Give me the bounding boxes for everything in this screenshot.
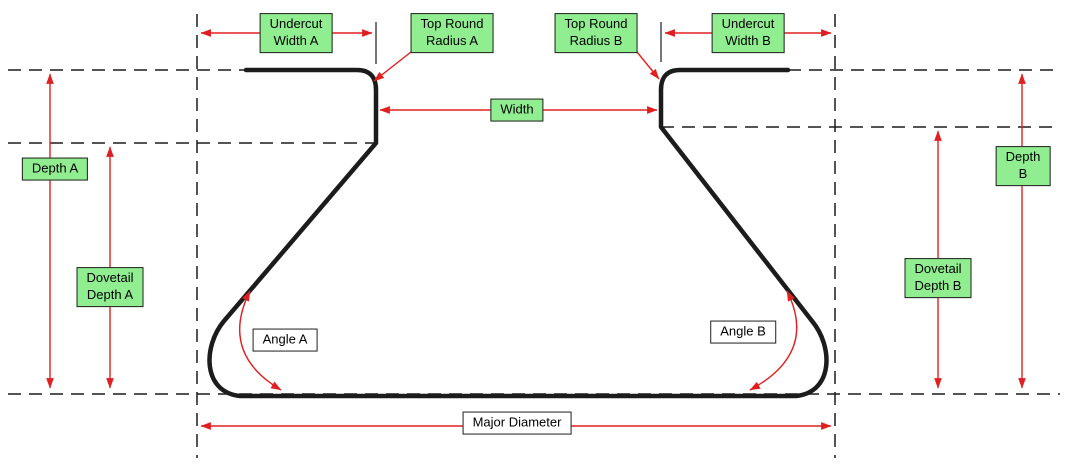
label-dovetail-depth-a: Dovetail Depth A bbox=[76, 267, 144, 307]
groove-profile-outline bbox=[207, 67, 829, 399]
label-width: Width bbox=[490, 98, 544, 122]
label-major-diameter: Major Diameter bbox=[462, 411, 572, 435]
label-angle-b: Angle B bbox=[710, 320, 776, 344]
dimension-arrows bbox=[46, 29, 1026, 430]
extension-lines bbox=[375, 22, 662, 64]
label-top-round-radius-a: Top Round Radius A bbox=[410, 13, 494, 53]
reference-lines bbox=[8, 14, 1060, 458]
label-undercut-width-b: Undercut Width B bbox=[711, 13, 785, 53]
leader-top-round-radius-b bbox=[636, 51, 660, 80]
label-depth-b: Depth B bbox=[995, 146, 1051, 186]
label-top-round-radius-b: Top Round Radius B bbox=[554, 13, 638, 53]
label-angle-a: Angle A bbox=[252, 328, 318, 352]
dim-angle-a-arc bbox=[238, 290, 282, 391]
label-depth-a: Depth A bbox=[21, 157, 89, 181]
leader-top-round-radius-a bbox=[373, 51, 412, 82]
dim-angle-b-arc bbox=[749, 290, 798, 391]
label-dovetail-depth-b: Dovetail Depth B bbox=[904, 258, 972, 298]
label-undercut-width-a: Undercut Width A bbox=[259, 13, 333, 53]
